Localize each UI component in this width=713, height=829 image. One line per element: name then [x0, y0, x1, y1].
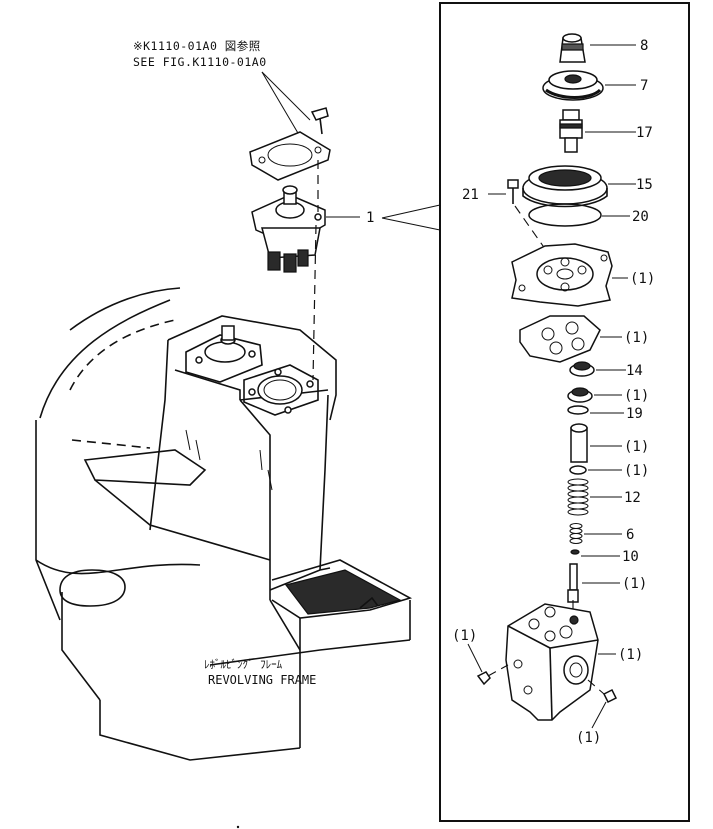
part-17-plunger: 17 [559, 109, 653, 153]
page-dot [236, 825, 240, 829]
revolving-frame: ﾚﾎﾞﾙﾋﾞﾝｸﾞ ﾌﾚｰﾑ REVOLVING FRAME [35, 287, 413, 761]
part-plate: (1) [511, 243, 655, 307]
callout-spool: (1) [622, 576, 647, 592]
callout-washer: (1) [624, 463, 649, 479]
frame-label-japanese: ﾚﾎﾞﾙﾋﾞﾝｸﾞ ﾌﾚｰﾑ [204, 658, 283, 671]
callout-plug-right: (1) [576, 730, 601, 746]
detail-frame [439, 2, 690, 822]
callout-17: 17 [636, 125, 653, 141]
callout-8: 8 [640, 38, 648, 54]
part-6-spring: 6 [569, 523, 634, 544]
callout-12: 12 [624, 490, 641, 506]
part-gasket: (1) [519, 315, 649, 363]
part-plug-left: (1) [452, 628, 509, 686]
part-10-retainer: 10 [570, 549, 639, 565]
callout-10: 10 [622, 549, 639, 565]
callout-body: (1) [618, 647, 643, 663]
part-piston: (1) [570, 423, 649, 463]
callout-14: 14 [626, 363, 643, 379]
callout-7: 7 [640, 78, 648, 94]
part-seal: (1) [567, 387, 649, 404]
part-14-guide: 14 [569, 361, 643, 379]
callout-piston: (1) [624, 439, 649, 455]
valve-assembly-left [249, 107, 331, 381]
part-spool: (1) [567, 563, 647, 612]
part-7-disc: 7 [542, 70, 648, 101]
callout-gasket: (1) [624, 330, 649, 346]
part-8-cap: 8 [559, 33, 648, 63]
frame-label-english: REVOLVING FRAME [208, 673, 316, 687]
callout-plug-left: (1) [452, 628, 477, 644]
callout-15: 15 [636, 177, 653, 193]
part-plug-right: (1) [576, 679, 618, 746]
callout-20: 20 [632, 209, 649, 225]
assembly-callout-number: 1 [366, 210, 374, 226]
part-12-spring: 12 [567, 478, 641, 516]
part-20-oring: 20 [528, 203, 649, 227]
part-15-cover: 15 [522, 165, 653, 208]
callout-6: 6 [626, 527, 634, 543]
callout-plate: (1) [630, 271, 655, 287]
callout-seal: (1) [624, 388, 649, 404]
callout-19: 19 [626, 406, 643, 422]
callout-21: 21 [462, 187, 479, 203]
part-valve-body: (1) [505, 603, 643, 721]
part-19-ring: 19 [567, 405, 643, 422]
reference-note: ※K1110-01A0 図参照 SEE FIG.K1110-01A0 [133, 39, 311, 146]
assembly-callout: 1 [326, 204, 441, 231]
reference-note-japanese: ※K1110-01A0 図参照 [133, 39, 261, 53]
reference-note-english: SEE FIG.K1110-01A0 [133, 55, 267, 69]
part-washer: (1) [569, 463, 649, 479]
